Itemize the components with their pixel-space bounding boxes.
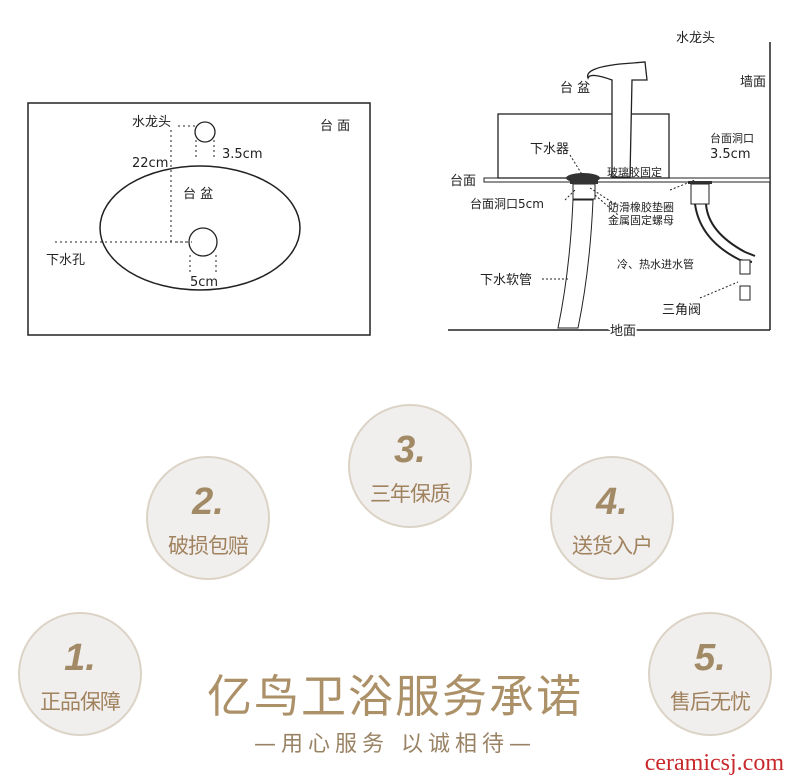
- promise-3: 3. 三年保质: [348, 404, 472, 528]
- hose-label: 下水软管: [480, 273, 532, 288]
- top-view-diagram: 水龙头 3.5cm 22cm 台 面 台 盆 下水孔 5cm: [27, 102, 371, 336]
- service-title: 亿鸟卫浴服务承诺: [206, 670, 583, 723]
- drain-label: 下水孔: [46, 253, 85, 268]
- drain-fitting-label: 下水器: [530, 142, 569, 157]
- drain-hole-size: 5cm: [190, 275, 218, 290]
- promise-label: 三年保质: [370, 482, 451, 506]
- valve-label: 三角阀: [662, 303, 701, 318]
- faucet-hole-size-side: 3.5cm: [710, 147, 751, 162]
- promise-1: 1. 正品保障: [18, 612, 142, 736]
- glue-label: 玻璃胶固定: [607, 165, 662, 179]
- promise-number: 5.: [694, 637, 726, 679]
- faucet-label: 水龙头: [132, 115, 171, 130]
- promise-5: 5. 售后无忧: [648, 612, 772, 736]
- promise-2: 2. 破损包赔: [146, 456, 270, 580]
- distance-label: 22cm: [132, 156, 168, 171]
- promise-label: 送货入户: [572, 534, 653, 558]
- faucet-hole-label: 台面洞口: [710, 131, 754, 145]
- side-basin-label: 台 盆: [560, 81, 590, 96]
- nut-label: 金属固定螺母: [608, 213, 674, 227]
- gasket-label: 防滑橡胶垫圈: [608, 200, 674, 214]
- basin-label: 台 盆: [183, 187, 213, 202]
- promise-4: 4. 送货入户: [550, 456, 674, 580]
- counter-label: 台 面: [320, 119, 350, 134]
- side-view-diagram: 水龙头 台 盆 墙面 下水器 玻璃胶固定 台面 台面洞口 3.5cm 台面洞口5…: [448, 31, 771, 341]
- side-counter-label: 台面: [450, 174, 476, 189]
- promise-label: 售后无忧: [670, 690, 751, 714]
- service-subtitle: —用心服务 以诚相待—: [254, 732, 536, 757]
- promise-number: 2.: [192, 481, 224, 523]
- drain-hole: [188, 227, 218, 257]
- faucet-hole: [194, 121, 216, 143]
- promise-number: 1.: [64, 637, 96, 679]
- promise-label: 破损包赔: [168, 534, 249, 558]
- promise-label: 正品保障: [40, 690, 121, 714]
- drain-hole-label: 台面洞口5cm: [470, 196, 544, 211]
- wall-label: 墙面: [740, 75, 766, 90]
- promise-number: 4.: [596, 481, 628, 523]
- watermark: ceramicsj.com: [644, 750, 784, 776]
- faucet-shape: [586, 61, 648, 178]
- faucet-hole-size: 3.5cm: [222, 147, 263, 162]
- promise-number: 3.: [394, 429, 426, 471]
- basin-outline: [99, 165, 301, 291]
- side-faucet-label: 水龙头: [676, 31, 715, 46]
- inlet-pipe-label: 冷、热水进水管: [617, 257, 694, 271]
- floor-label: 地面: [610, 324, 636, 339]
